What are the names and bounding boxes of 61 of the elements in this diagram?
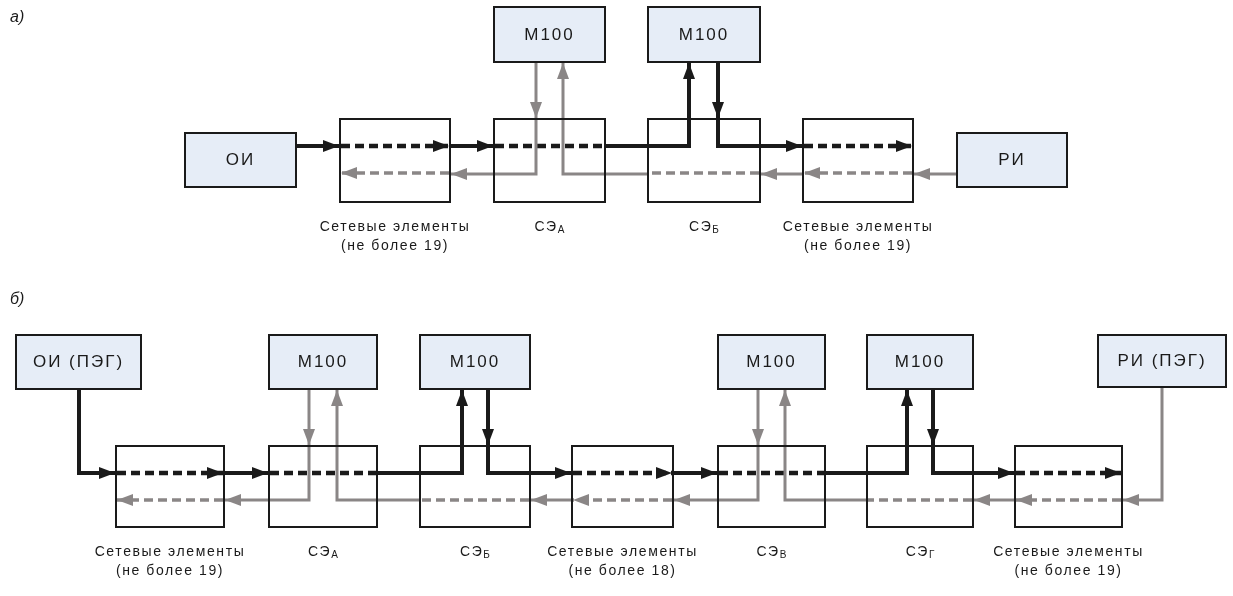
terminal-box <box>15 334 142 390</box>
arrow <box>530 63 542 118</box>
element-caption: Сетевые элементы (не более 19) <box>781 217 935 255</box>
arrow <box>225 445 311 506</box>
element-caption: Сетевые элементы (не более 18) <box>546 542 699 580</box>
element-caption: Сетевые элементы (не более 19) <box>93 542 247 580</box>
arrow <box>331 390 378 502</box>
arrow <box>482 390 494 445</box>
box-label: РИ <box>998 150 1026 170</box>
arrow <box>761 168 802 180</box>
element-caption: СЭ$_{Б}$ <box>460 542 490 562</box>
arrow <box>77 390 115 479</box>
box-label: РИ (ПЭГ) <box>1117 351 1207 371</box>
box-label: M100 <box>449 352 501 372</box>
arrow <box>225 467 268 479</box>
terminal-box <box>268 334 378 390</box>
panel-label: б) <box>10 290 25 308</box>
terminal-box <box>717 334 826 390</box>
element-caption: СЭ$_{А}$ <box>534 217 565 237</box>
terminal-box <box>493 6 606 63</box>
arrow <box>531 494 571 506</box>
arrow <box>451 140 493 152</box>
box-label: M100 <box>746 352 797 372</box>
terminal-box <box>419 334 531 390</box>
element-caption: Сетевые элементы (не более 19) <box>992 542 1145 580</box>
box-label: M100 <box>524 24 575 45</box>
element-caption: СЭ$_{Б}$ <box>689 217 719 237</box>
arrow <box>779 390 826 502</box>
arrow <box>914 168 956 180</box>
arrow <box>297 140 339 152</box>
arrow <box>752 390 764 445</box>
arrow <box>866 390 913 475</box>
arrow <box>557 63 606 176</box>
arrow <box>451 118 538 180</box>
arrow <box>419 390 468 475</box>
element-caption: СЭ$_{Г}$ <box>905 542 935 562</box>
box-label: M100 <box>894 352 946 372</box>
box-label: M100 <box>678 24 730 45</box>
panel-label: а) <box>10 8 25 26</box>
arrow <box>1123 388 1164 506</box>
arrow <box>712 63 724 118</box>
terminal-box <box>647 6 761 63</box>
element-caption: СЭ$_{А}$ <box>308 542 338 562</box>
arrow <box>716 118 802 152</box>
box-label: ОИ (ПЭГ) <box>32 352 125 372</box>
arrow <box>674 445 760 506</box>
arrow <box>674 467 717 479</box>
box-label: ОИ <box>225 150 256 170</box>
arrow <box>974 494 1014 506</box>
element-caption: СЭ$_{В}$ <box>756 542 787 562</box>
terminal-box <box>184 132 297 188</box>
arrow <box>927 390 939 445</box>
element-caption: Сетевые элементы (не более 19) <box>318 217 472 255</box>
arrow <box>931 445 1014 479</box>
terminal-box <box>866 334 974 390</box>
box-label: M100 <box>297 352 349 372</box>
arrow <box>647 63 695 148</box>
terminal-box <box>1097 334 1227 388</box>
terminal-box <box>956 132 1068 188</box>
arrow <box>486 445 571 479</box>
arrow <box>303 390 315 445</box>
